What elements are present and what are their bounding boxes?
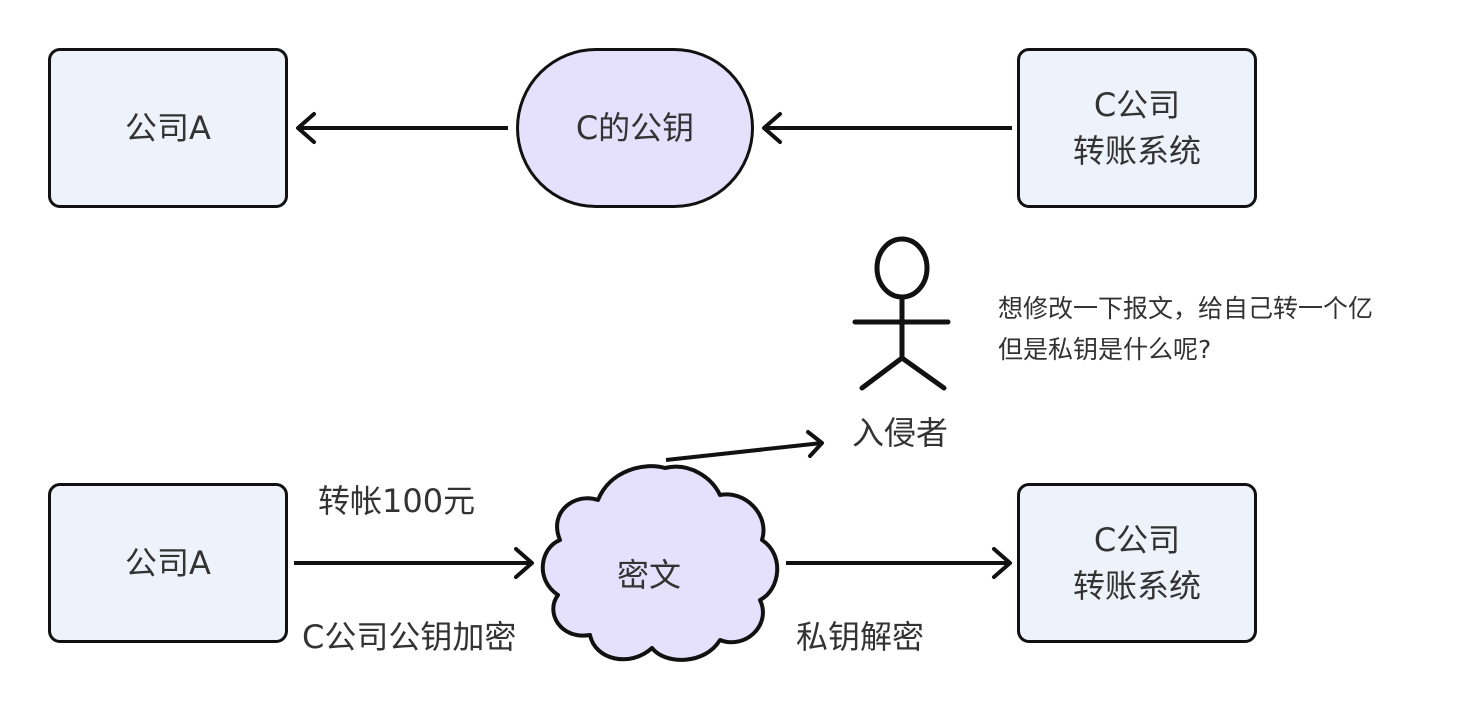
bottom-c-system-node[interactable]: C公司 转账系统 [1017, 483, 1257, 643]
thought-line-2: 但是私钥是什么呢? [998, 335, 1212, 364]
top-c-system-line2: 转账系统 [1072, 132, 1201, 170]
top-c-system-node[interactable]: C公司 转账系统 [1017, 48, 1257, 208]
public-key-label: C的公钥 [575, 109, 695, 147]
bottom-company-a-node[interactable]: 公司A [48, 483, 288, 643]
arrowhead-icon [992, 547, 1012, 579]
intruder-thought-note: 想修改一下报文，给自己转一个亿 但是私钥是什么呢? [998, 288, 1373, 370]
top-company-a-node[interactable]: 公司A [48, 48, 288, 208]
bottom-c-system-line1: C公司 [1093, 521, 1181, 559]
edge-label-transfer-amount: 转帐100元 [318, 482, 476, 520]
arrowhead-icon [806, 430, 824, 458]
arrowhead-icon [762, 112, 782, 144]
public-key-node[interactable]: C的公钥 [516, 48, 754, 208]
edge-cipher-to-intruder [665, 441, 823, 462]
arrowhead-icon [296, 112, 316, 144]
ciphertext-label: 密文 [617, 556, 682, 594]
edge-label-private-key-decrypt: 私钥解密 [796, 618, 925, 656]
bottom-c-system-line2: 转账系统 [1072, 567, 1201, 605]
top-c-system-line1: C公司 [1093, 86, 1181, 124]
intruder-label: 入侵者 [852, 414, 949, 452]
edge-label-public-key-encrypt: C公司公钥加密 [302, 618, 517, 656]
intruder-actor-icon [852, 236, 951, 391]
ciphertext-cloud-shape [540, 464, 780, 662]
bottom-company-a-label: 公司A [125, 544, 211, 582]
top-company-a-label: 公司A [125, 109, 211, 147]
thought-line-1: 想修改一下报文，给自己转一个亿 [998, 294, 1374, 323]
arrowhead-icon [514, 547, 534, 579]
